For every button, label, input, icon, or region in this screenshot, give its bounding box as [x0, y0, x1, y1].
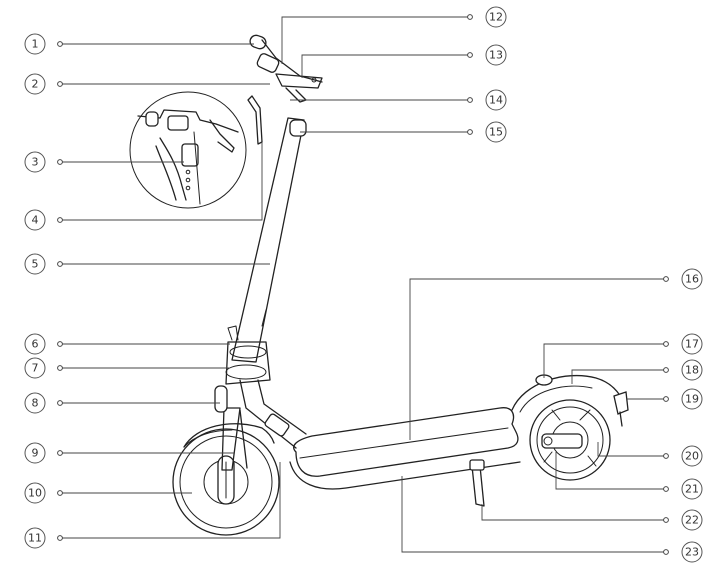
callout-12: 12	[485, 6, 507, 28]
callout-13: 13	[485, 44, 507, 66]
handlebar	[247, 34, 323, 145]
callout-23: 23	[681, 541, 703, 563]
callout-4-label: 4	[32, 214, 39, 227]
callout-17-label: 17	[685, 338, 699, 351]
scooter-drawing	[129, 34, 629, 536]
callout-10-label: 10	[28, 487, 42, 500]
callout-18: 18	[681, 359, 703, 381]
steering-stem	[231, 117, 305, 363]
callout-16-label: 16	[685, 273, 699, 286]
leader-dots	[57, 14, 669, 555]
callout-20: 20	[681, 445, 703, 467]
rear-wheel	[529, 399, 611, 481]
inset-detail	[129, 91, 247, 209]
callout-8: 8	[24, 392, 46, 414]
callout-15-label: 15	[489, 126, 503, 139]
callout-4: 4	[24, 209, 46, 231]
callout-14: 14	[485, 89, 507, 111]
callout-21-label: 21	[685, 483, 699, 496]
rear-mudguard	[511, 374, 625, 411]
callout-12-label: 12	[489, 11, 503, 24]
callout-18-label: 18	[685, 364, 699, 377]
callout-15: 15	[485, 121, 507, 143]
callout-22-label: 22	[685, 514, 699, 527]
callout-5-label: 5	[32, 258, 39, 271]
callout-9: 9	[24, 442, 46, 464]
callout-6-label: 6	[32, 338, 39, 351]
callout-1-label: 1	[32, 38, 39, 51]
callout-10: 10	[24, 482, 46, 504]
rear-brake-light	[613, 391, 629, 415]
front-mudguard	[183, 423, 275, 448]
headlight	[214, 385, 228, 413]
callout-8-label: 8	[32, 397, 39, 410]
callout-17: 17	[681, 333, 703, 355]
callout-13-label: 13	[489, 49, 503, 62]
callout-21: 21	[681, 478, 703, 500]
callout-22: 22	[681, 509, 703, 531]
callout-23-label: 23	[685, 546, 699, 559]
callout-7-label: 7	[32, 362, 39, 375]
front-fork	[221, 407, 241, 471]
callout-3-label: 3	[32, 156, 39, 169]
callout-1: 1	[24, 33, 46, 55]
leader-lines	[60, 16, 666, 553]
callout-3: 3	[24, 151, 46, 173]
callouts: 1 2 3 4 5 6 7 8	[24, 6, 703, 563]
callout-19: 19	[681, 388, 703, 410]
folding-mechanism	[225, 325, 307, 449]
callout-6: 6	[24, 333, 46, 355]
kickstand	[471, 465, 485, 507]
callout-5: 5	[24, 253, 46, 275]
callout-11: 11	[24, 527, 46, 549]
callout-16: 16	[681, 268, 703, 290]
callout-7: 7	[24, 357, 46, 379]
callout-2-label: 2	[32, 78, 39, 91]
front-wheel	[172, 428, 280, 536]
callout-11-label: 11	[28, 532, 42, 545]
deck	[293, 407, 519, 477]
callout-14-label: 14	[489, 94, 503, 107]
callout-2: 2	[24, 73, 46, 95]
callout-9-label: 9	[32, 447, 39, 460]
callout-20-label: 20	[685, 450, 699, 463]
callout-19-label: 19	[685, 393, 699, 406]
